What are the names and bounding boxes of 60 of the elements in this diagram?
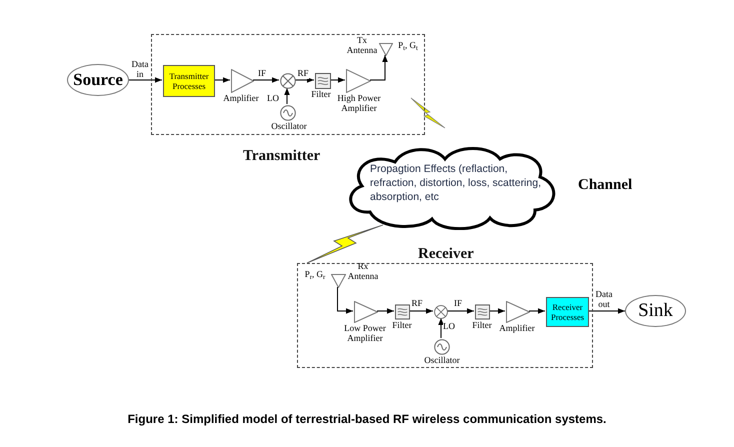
section-label: Channel — [578, 176, 632, 195]
filter-symbol — [475, 304, 490, 320]
group-heading: Receiver — [418, 245, 474, 264]
arrow — [284, 88, 290, 104]
group-heading: Transmitter — [243, 147, 320, 166]
arrow — [330, 77, 346, 83]
component-label: Tx Antenna — [346, 36, 378, 55]
amplifier-symbol — [354, 301, 378, 323]
edge-label: LO — [267, 94, 279, 104]
edge-label: LO — [443, 322, 455, 332]
edge-label: IF — [452, 299, 464, 308]
oscillator-symbol — [280, 105, 296, 121]
process-box — [163, 65, 215, 97]
component-label: Oscillator — [423, 356, 461, 366]
node-label: Transmitter Processes — [168, 71, 210, 91]
amplifier-symbol — [231, 69, 254, 93]
arrow — [438, 318, 444, 338]
amplifier-symbol — [346, 69, 371, 93]
component-label: P$_{r}$, G$_{r}$ — [304, 270, 326, 280]
component-label: High Power Amplifier — [336, 94, 382, 113]
amplifier-symbol — [506, 301, 530, 323]
figure-caption: Figure 1: Simplified model of terrestrial-based RF wireless communication systems. — [126, 411, 608, 428]
antenna-symbol — [331, 274, 346, 288]
arrow — [370, 54, 388, 80]
edge-label: RF — [297, 69, 309, 78]
node-label: Sink — [638, 298, 673, 323]
mixer-symbol — [280, 73, 296, 89]
filter-symbol — [395, 304, 410, 320]
component-label: Low Power Amplifier — [343, 324, 387, 343]
arrow — [214, 77, 230, 83]
component-label: Filter — [310, 90, 332, 100]
edge-label: RF — [411, 299, 423, 308]
arrow — [528, 308, 546, 314]
arrow — [376, 308, 394, 314]
arrow — [252, 77, 280, 83]
edge-label: Data out — [594, 290, 614, 309]
edge-label: IF — [256, 69, 268, 78]
arrow — [446, 308, 474, 314]
edge-label: Data in — [131, 60, 149, 79]
component-label: Rx Antenna — [347, 262, 379, 281]
arrow — [128, 77, 162, 83]
filter-symbol — [315, 73, 331, 89]
oscillator-symbol — [434, 339, 450, 355]
antenna-symbol — [379, 43, 393, 56]
node-label: Source — [73, 69, 123, 92]
component-label: Oscillator — [270, 122, 308, 132]
component-label: P$_{t}$, G$_{t}$ — [397, 41, 419, 50]
process-box — [546, 297, 589, 327]
arrow — [337, 286, 354, 314]
arrow — [294, 77, 314, 83]
node-label: Receiver Processes — [550, 302, 586, 322]
component-label: Amplifier — [498, 324, 536, 334]
arrow — [588, 308, 626, 314]
arrow — [408, 308, 434, 314]
component-label: Filter — [471, 321, 493, 330]
component-label: Amplifier — [222, 94, 260, 104]
component-label: Filter — [391, 321, 413, 330]
cloud-text: Propagtion Effects (reflaction, refraction, distortion, loss, scattering, absorption, etc — [370, 162, 542, 204]
arrow — [488, 308, 506, 314]
mixer-symbol — [434, 305, 448, 319]
